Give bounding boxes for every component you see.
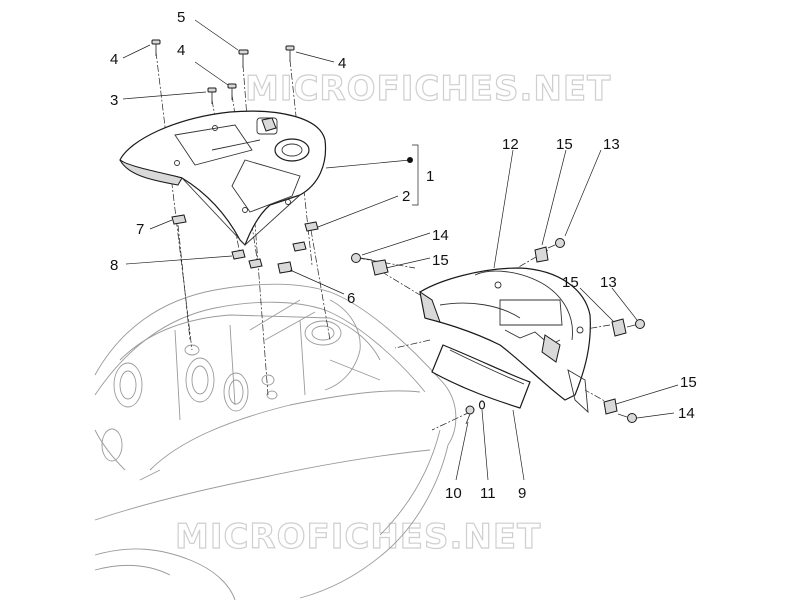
callout-14: 14 — [678, 405, 695, 422]
callout-2: 2 — [402, 188, 410, 205]
watermark-bottom: MICROFICHES.NET — [175, 517, 541, 557]
washer-11 — [478, 400, 486, 410]
callout-10: 10 — [445, 485, 462, 502]
callout-4: 4 — [177, 42, 185, 59]
callout-14: 14 — [432, 227, 449, 244]
screw-4-right — [285, 45, 295, 62]
license-plate — [431, 344, 531, 409]
fastener-parts — [351, 238, 645, 425]
nut-15-low — [603, 398, 618, 415]
screw-13-top — [547, 238, 565, 249]
callout-9: 9 — [518, 485, 526, 502]
screw-14-right — [617, 413, 637, 423]
callout-15: 15 — [432, 252, 449, 269]
callout-4: 4 — [338, 55, 346, 72]
callout-4: 4 — [110, 51, 118, 68]
screw-5 — [238, 49, 249, 68]
clip-parts — [171, 214, 319, 274]
screw-3 — [207, 87, 217, 104]
callout-15: 15 — [556, 136, 573, 153]
rear-cover-assembly — [119, 110, 327, 246]
callout-3: 3 — [110, 92, 118, 109]
rear-bracket — [419, 267, 591, 414]
nut-15-mid — [611, 318, 627, 337]
screw-10 — [465, 405, 475, 425]
screw-14-left — [351, 253, 373, 263]
callout-12: 12 — [502, 136, 519, 153]
callout-6: 6 — [347, 290, 355, 307]
callout-labels: 4 5 4 4 3 1 2 7 8 6 12 15 13 14 15 15 13… — [110, 9, 697, 502]
callout-7: 7 — [136, 221, 144, 238]
callout-1: 1 — [426, 168, 434, 185]
screw-4-left — [151, 39, 161, 56]
callout-13: 13 — [600, 274, 617, 291]
nut-15-top — [534, 246, 549, 263]
callout-11: 11 — [480, 485, 496, 502]
callout-15: 15 — [562, 274, 579, 291]
callout-15: 15 — [680, 374, 697, 391]
screw-parts — [151, 39, 295, 104]
nut-15-left — [371, 259, 389, 276]
callout-8: 8 — [110, 257, 118, 274]
screw-4-middle — [227, 83, 237, 100]
callout-5: 5 — [177, 9, 185, 26]
callout-13: 13 — [603, 136, 620, 153]
screw-13-mid — [626, 319, 645, 329]
scooter-body-outline — [94, 283, 457, 600]
watermark-top: MICROFICHES.NET — [245, 69, 611, 109]
leader-lines — [122, 19, 679, 481]
